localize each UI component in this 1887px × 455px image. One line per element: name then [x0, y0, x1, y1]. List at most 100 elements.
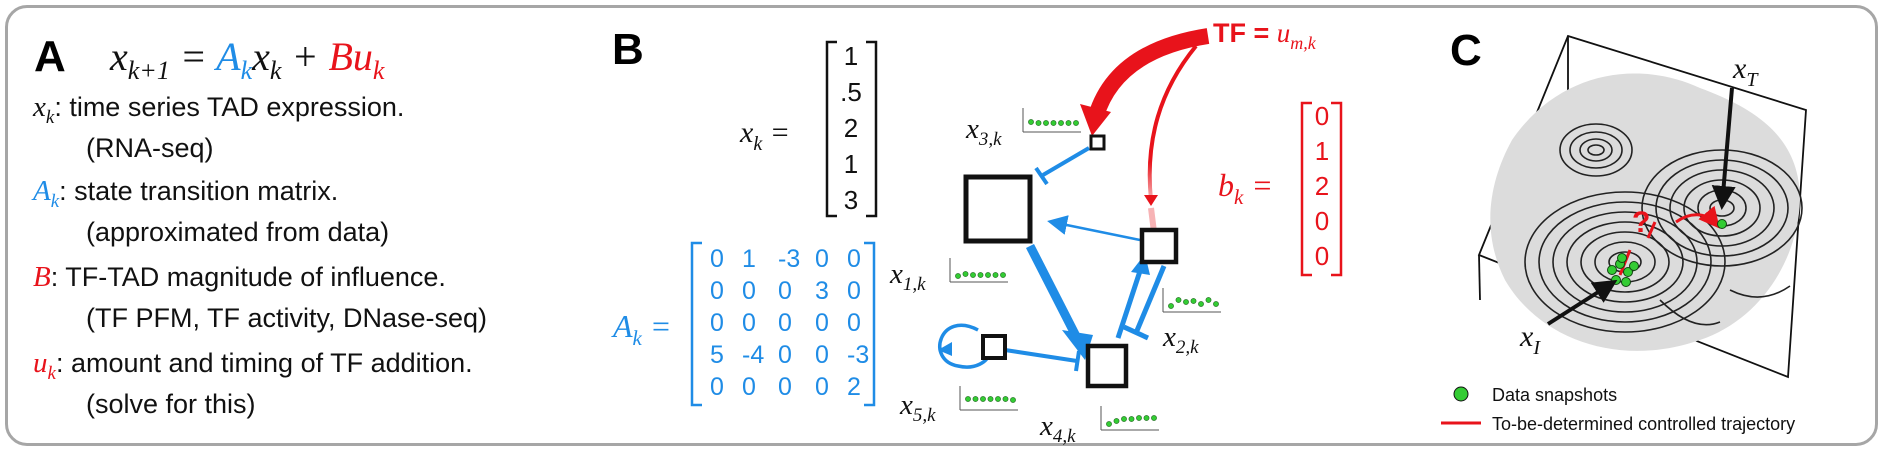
ak-label: Ak =	[611, 308, 671, 350]
edge-5-to-4-bar	[1074, 350, 1081, 372]
xk-value: .5	[840, 77, 862, 107]
tf-arrowhead-thin	[1144, 195, 1158, 206]
data-snapshots	[1607, 219, 1727, 287]
node-labels: x1,k x2,k x3,k x4,k x5,k	[889, 113, 1199, 447]
ak-cell: 3	[815, 277, 829, 305]
initial-arrow	[1546, 279, 1618, 326]
landscape-contours	[1524, 123, 1803, 333]
ak-bracket-left	[690, 241, 702, 407]
xk-value: 1	[844, 41, 858, 71]
edge-5-self-loop	[938, 323, 992, 369]
initial-label: xI	[1519, 320, 1541, 359]
definition-note: (approximated from data)	[86, 217, 389, 247]
tf-arrow-thin	[1147, 44, 1198, 201]
ak-cell: 0	[847, 309, 861, 337]
panel-a-label: A	[34, 32, 66, 81]
bk-value: 2	[1315, 171, 1329, 201]
legend-text-trajectory: To-be-determined controlled trajectory	[1492, 414, 1795, 434]
landscape-surface	[1490, 73, 1800, 351]
node-x1-box	[963, 174, 1033, 244]
edge-5-to-4	[1004, 348, 1078, 363]
node-x3-label: x3,k	[965, 113, 1002, 150]
bk-value: 0	[1315, 101, 1329, 131]
target-label: xT	[1732, 52, 1759, 91]
mini-trend-plot	[1162, 288, 1221, 313]
edge-2-to-4	[1133, 265, 1167, 334]
ak-cell: 0	[778, 341, 792, 369]
ak-cell: 0	[847, 277, 861, 305]
tf-label: TF = um,k	[1213, 18, 1317, 53]
bk-label: bk =	[1218, 167, 1273, 209]
data-snapshot-point	[1617, 253, 1627, 263]
xk-value: 1	[844, 149, 858, 179]
trajectory-segment-1	[1618, 249, 1632, 276]
edge-5-self-loop-head	[938, 342, 952, 356]
bk-value: 1	[1315, 136, 1329, 166]
ak-cell: -4	[742, 341, 764, 369]
tf-arrowhead-thick	[1080, 104, 1111, 136]
ak-cell: 0	[815, 309, 829, 337]
definition-note: (solve for this)	[86, 389, 256, 419]
ak-cell: 0	[742, 277, 756, 305]
ak-cell: 0	[778, 373, 792, 401]
node-x3-box	[1089, 134, 1106, 151]
panel-c-label: C	[1450, 26, 1482, 75]
ak-cell: 0	[847, 245, 861, 273]
network-edges	[938, 146, 1167, 372]
ak-cell: -3	[847, 341, 869, 369]
xk-bracket-right	[866, 40, 878, 218]
data-snapshot-point	[1607, 265, 1617, 275]
edge-3-to-1-bar	[1034, 166, 1049, 186]
ak-cell: 0	[815, 341, 829, 369]
ak-cell: 0	[778, 277, 792, 305]
node-x4-box	[1085, 343, 1129, 389]
definition-note: (TF PFM, TF activity, DNase-seq)	[86, 303, 487, 333]
definition-term: B: TF-TAD magnitude of influence.	[33, 261, 446, 293]
ak-cell: 0	[710, 373, 724, 401]
bk-value: 0	[1315, 206, 1329, 236]
ak-cell: 0	[710, 309, 724, 337]
edge-2-to-1	[1047, 215, 1141, 242]
target-arrow	[1711, 87, 1736, 210]
edge-2-to-4-bar	[1122, 324, 1150, 341]
mini-trend-plot	[1100, 406, 1159, 431]
panel-a: A xk+1 = Akxk + Buk xk: time series TAD …	[31, 32, 487, 419]
edge-3-to-1	[1041, 146, 1091, 177]
ak-cell: 0	[815, 373, 829, 401]
mini-trend-plot	[1022, 108, 1081, 133]
mini-trend-plot	[949, 258, 1008, 283]
definition-term: Ak: state transition matrix.	[31, 175, 338, 212]
edge-4-to-2	[1115, 267, 1144, 339]
xk-value: 3	[844, 185, 858, 215]
definitions-list: xk: time series TAD expression. (RNA-seq)…	[31, 91, 487, 419]
bk-bracket-right	[1331, 101, 1343, 277]
ak-cell: 2	[847, 373, 861, 401]
ak-bracket-right	[864, 241, 876, 407]
data-snapshot-point	[1717, 219, 1727, 229]
definition-term: xk: time series TAD expression.	[32, 91, 404, 128]
trajectory-question-mark: ?	[1632, 206, 1650, 239]
node-x5-box	[981, 334, 1007, 360]
xk-label: xk =	[739, 116, 790, 155]
ak-cell: 0	[815, 245, 829, 273]
ak-cell: 0	[742, 373, 756, 401]
definition-note: (RNA-seq)	[86, 133, 214, 163]
legend-green-dot	[1453, 386, 1469, 402]
definition-term: uk: amount and timing of TF addition.	[33, 347, 473, 384]
node-x1-label: x1,k	[889, 258, 926, 295]
data-snapshot-point	[1621, 277, 1631, 287]
mini-trend-plot	[959, 386, 1018, 411]
node-x5-label: x5,k	[899, 389, 936, 426]
bk-bracket-left	[1300, 101, 1312, 277]
node-x2-label: x2,k	[1162, 321, 1199, 358]
tf-arrow-thick	[1088, 28, 1210, 119]
trajectory-arrow	[1675, 205, 1720, 229]
node-x4-label: x4,k	[1039, 410, 1076, 447]
legend-text-snapshots: Data snapshots	[1492, 385, 1617, 405]
trajectory-segment-2	[1646, 221, 1657, 239]
xk-bracket-left	[825, 40, 837, 218]
